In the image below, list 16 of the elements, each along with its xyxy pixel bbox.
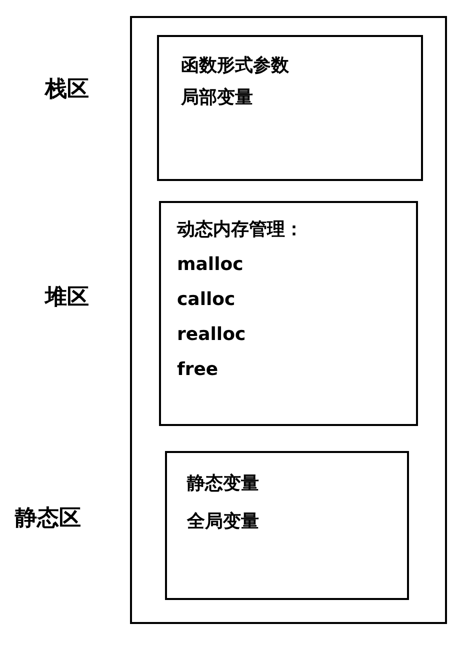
item-text: malloc [177, 254, 244, 276]
item-text: 全局变量 [187, 511, 259, 533]
region-label: 栈区 [45, 77, 89, 103]
item-text: free [177, 359, 218, 381]
memory-section-box [165, 451, 409, 600]
item-text: calloc [177, 289, 236, 311]
region-label: 静态区 [15, 506, 81, 532]
memory-section-box [157, 35, 423, 181]
item-text: 静态变量 [187, 473, 259, 495]
item-text: 动态内存管理： [177, 219, 303, 241]
memory-section-box [159, 201, 418, 426]
region-label: 堆区 [45, 285, 89, 311]
item-text: 局部变量 [181, 87, 253, 109]
item-text: 函数形式参数 [181, 55, 289, 77]
memory-region-box [130, 16, 447, 624]
item-text: realloc [177, 324, 246, 346]
